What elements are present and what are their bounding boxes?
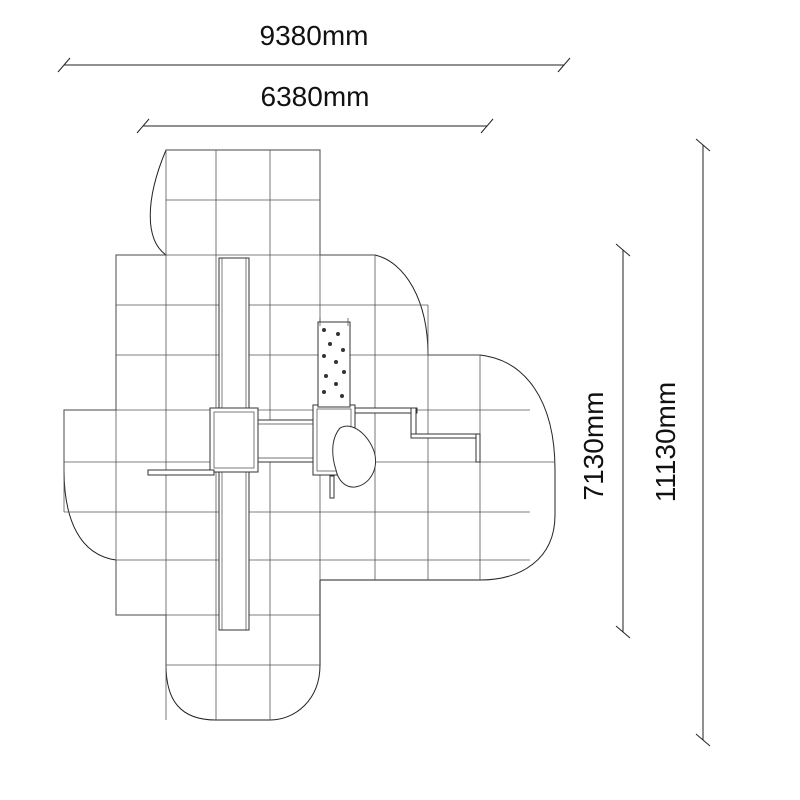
equipment-width-label: 6380mm (261, 81, 370, 112)
overall-depth-label: 11130mm (650, 382, 681, 502)
horizontal-bar-right (354, 407, 418, 414)
dimension-overall-depth: 11130mm (650, 138, 711, 747)
overall-width-label: 9380mm (260, 20, 369, 51)
platform-left (209, 407, 259, 473)
dimension-overall-width: 9380mm (57, 20, 571, 73)
slide (332, 425, 377, 488)
climbing-ladder-top (218, 257, 250, 409)
play-equipment (147, 257, 481, 631)
dimension-equipment-width: 6380mm (136, 81, 494, 134)
climbing-ladder-bottom (218, 471, 250, 631)
equipment-depth-label: 7130mm (578, 392, 609, 501)
climbing-wall (317, 321, 351, 408)
post (329, 475, 335, 499)
climbing-holds (322, 328, 346, 398)
surface-grid (63, 149, 555, 720)
horizontal-bar-left (147, 469, 215, 476)
dimension-equipment-depth: 7130mm (578, 243, 631, 639)
monkey-bar (410, 433, 480, 439)
bridge (257, 419, 314, 463)
